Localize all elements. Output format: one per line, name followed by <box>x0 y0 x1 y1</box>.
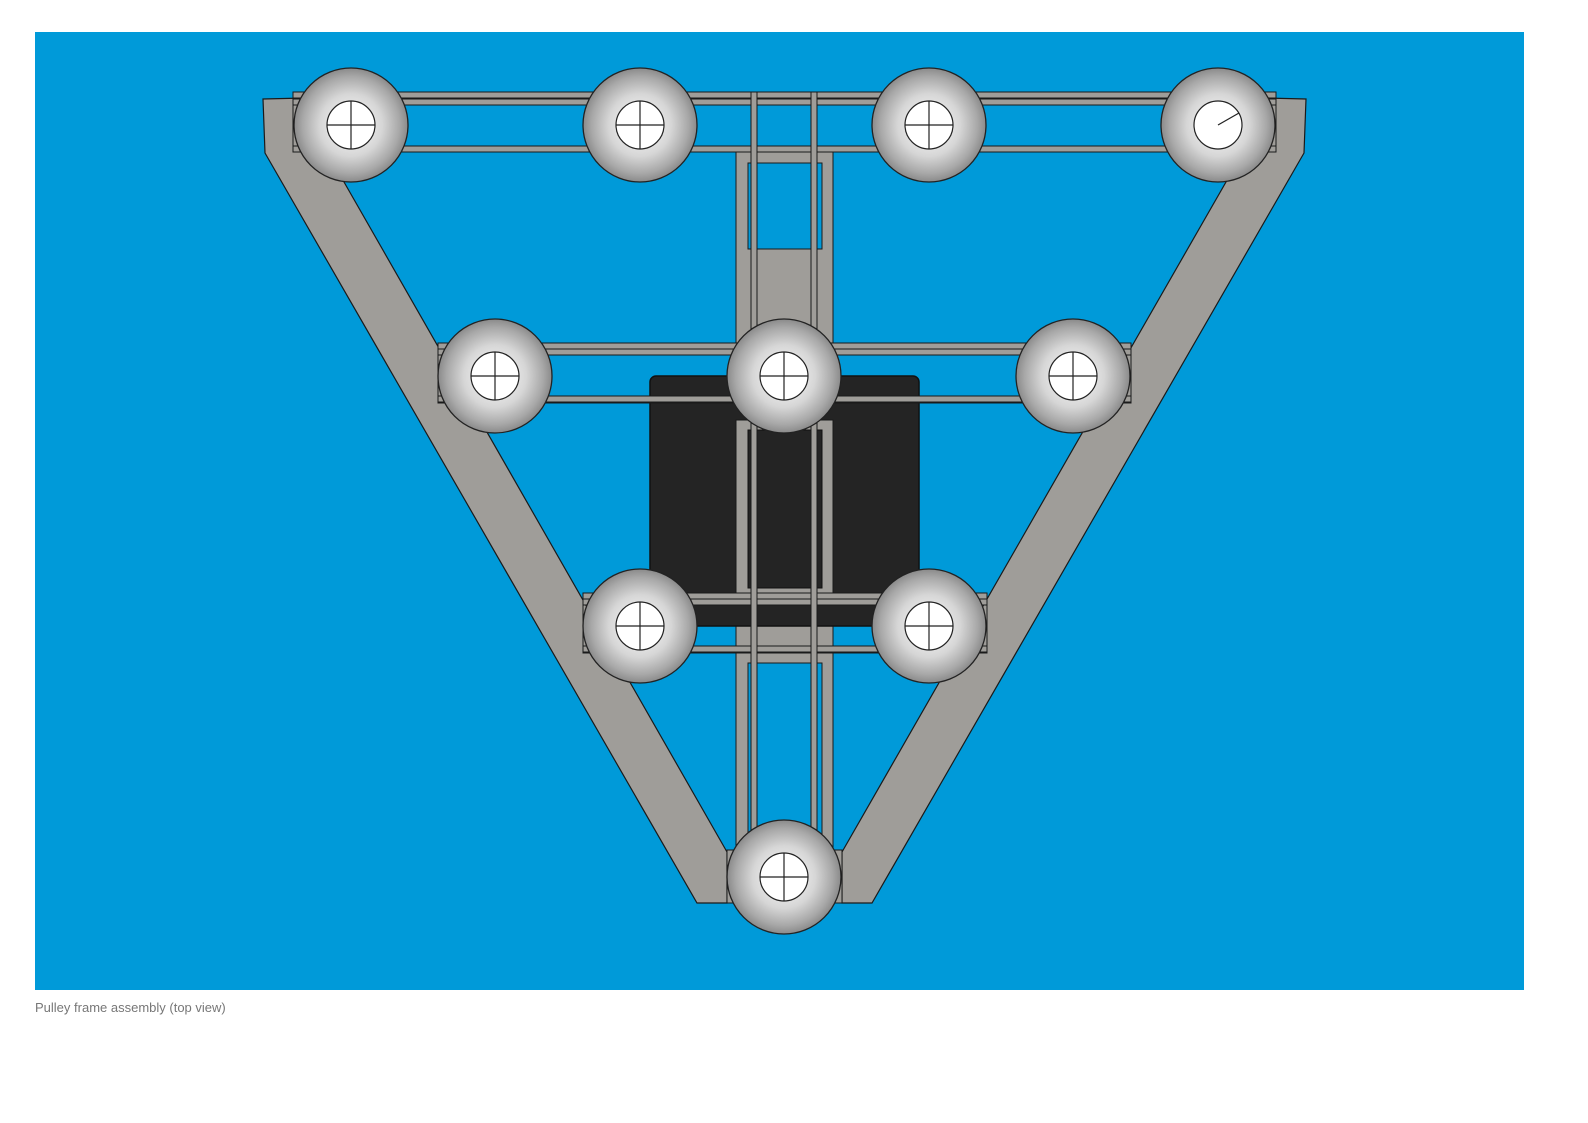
pulley-mid-1 <box>437 318 553 434</box>
pulley-top-4-dial <box>1160 67 1276 183</box>
pulley-bottom <box>726 819 842 935</box>
rail-row-bottom <box>582 592 988 654</box>
pulley-low-2 <box>871 568 987 684</box>
vertical-rod-left <box>750 91 758 851</box>
vertical-rod-right <box>810 91 818 851</box>
pulley-top-3 <box>871 67 987 183</box>
pulley-low-1 <box>582 568 698 684</box>
pulley-top-1 <box>293 67 409 183</box>
pulley-mid-3 <box>1015 318 1131 434</box>
pulley-mid-2 <box>726 318 842 434</box>
pulley-top-2 <box>582 67 698 183</box>
diagram-title: Pulley frame assembly (top view) <box>35 1000 226 1015</box>
rail-row-top <box>292 91 1277 153</box>
